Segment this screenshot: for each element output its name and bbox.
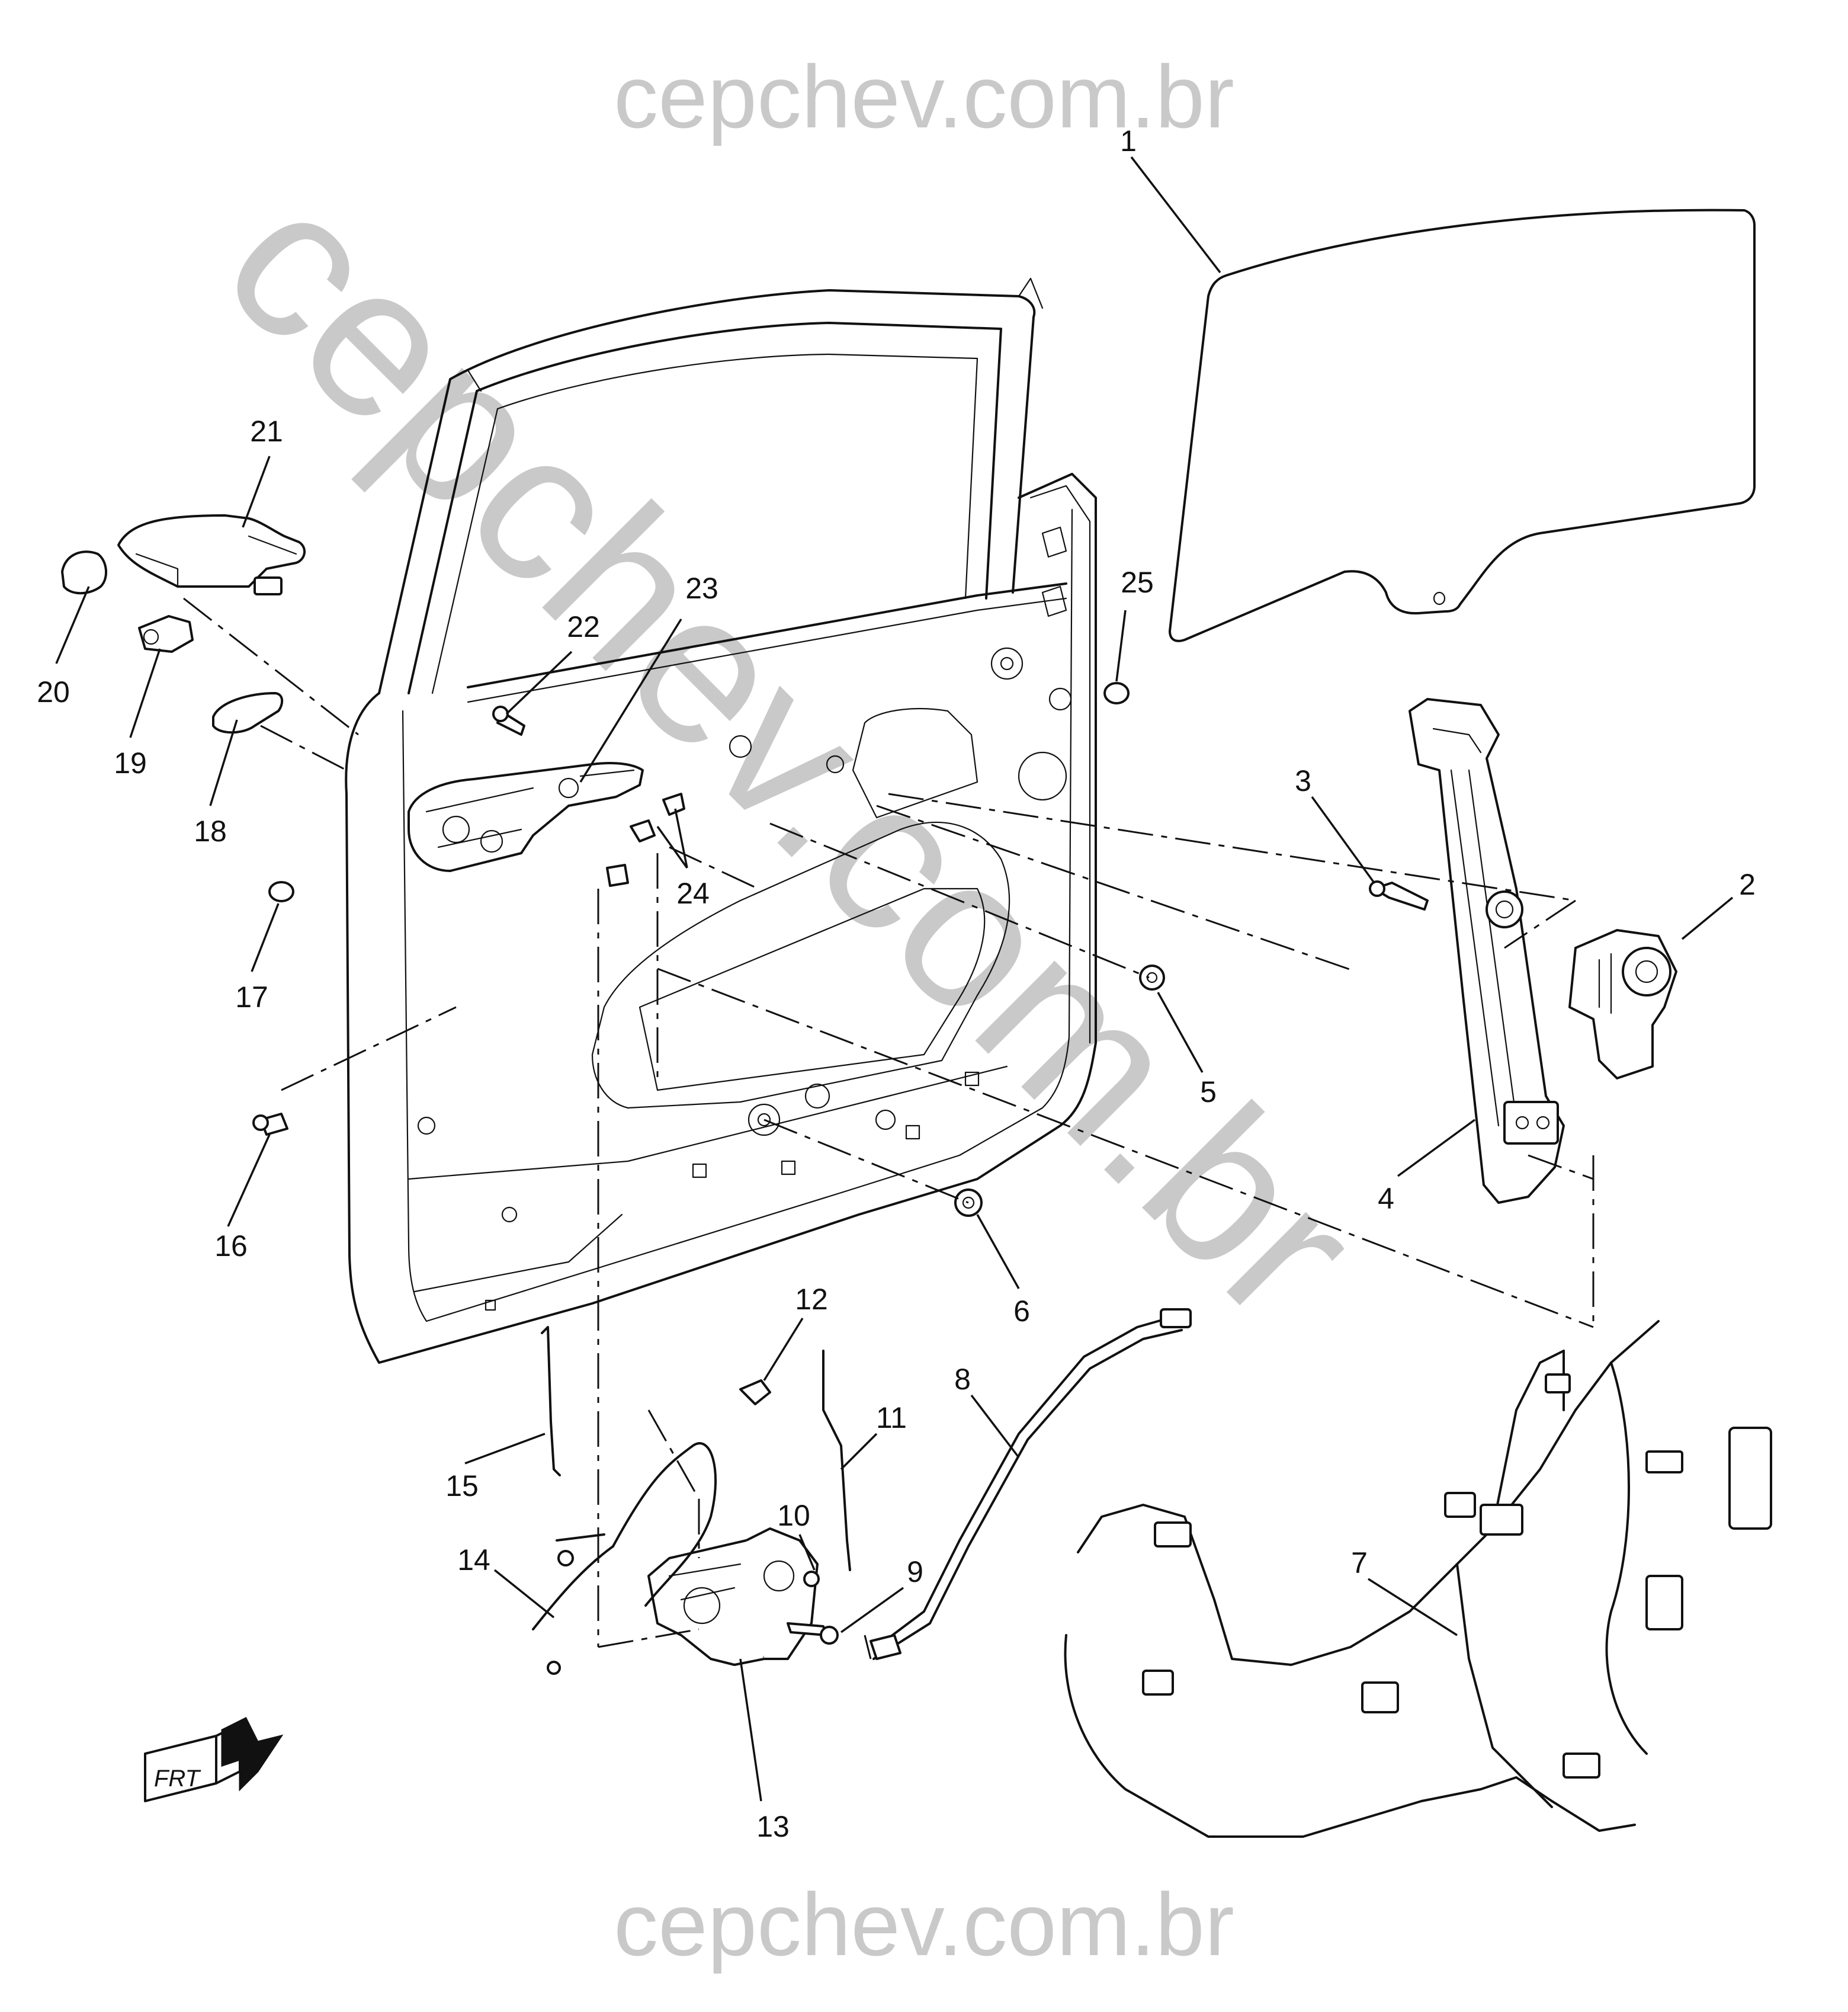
callout-10: 10 <box>777 1499 810 1532</box>
frt-label: FRT <box>154 1766 201 1792</box>
callout-19: 19 <box>114 747 147 780</box>
door-inner-panel <box>345 277 1097 1364</box>
callout-4: 4 <box>1378 1182 1394 1215</box>
rod-15 <box>541 1326 561 1476</box>
front-orientation-badge: FRT <box>144 1716 284 1802</box>
clip-10 <box>803 1571 820 1587</box>
callout-1: 1 <box>1120 124 1137 158</box>
callout-25: 25 <box>1121 566 1154 599</box>
door-latch <box>647 1527 819 1666</box>
watermark-top: cepchev.com.br <box>614 47 1234 146</box>
window-motor <box>1568 929 1677 1079</box>
callout-24: 24 <box>676 877 710 910</box>
callout-14: 14 <box>457 1543 490 1577</box>
watermark-bottom: cepchev.com.br <box>614 1875 1234 1974</box>
callout-18: 18 <box>194 815 227 848</box>
callout-5: 5 <box>1200 1075 1217 1108</box>
callout-20: 20 <box>37 675 70 709</box>
callout-11: 11 <box>876 1401 907 1434</box>
window-glass <box>1169 209 1756 642</box>
access-plug <box>268 881 294 902</box>
callout-12: 12 <box>795 1283 828 1316</box>
window-regulator <box>1409 698 1565 1204</box>
lock-cylinder <box>138 615 194 653</box>
bolt-3 <box>1369 880 1429 911</box>
nut-24c <box>606 864 629 887</box>
callout-23: 23 <box>685 572 718 605</box>
outside-handle <box>117 514 306 595</box>
cable-14 <box>532 1442 717 1675</box>
callout-8: 8 <box>954 1363 971 1396</box>
alignment-lines <box>183 597 1594 1659</box>
nut-24a <box>630 819 656 842</box>
nut-24b <box>662 793 685 816</box>
callout-9: 9 <box>907 1555 923 1588</box>
leader-lines <box>55 156 1734 1802</box>
bolt-9 <box>787 1622 839 1645</box>
callout-17: 17 <box>235 981 268 1014</box>
handle-bracket <box>408 762 644 872</box>
rod-11 <box>822 1350 851 1571</box>
handle-bezel <box>212 692 284 734</box>
callout-numbers: 1 2 3 4 5 6 7 8 9 10 11 12 13 14 15 16 1… <box>37 124 1756 1843</box>
wiring-harness <box>1064 1320 1772 1838</box>
callout-6: 6 <box>1013 1295 1030 1328</box>
callout-22: 22 <box>567 610 600 643</box>
front-arrow-icon <box>221 1716 284 1792</box>
callout-16: 16 <box>214 1229 248 1263</box>
handle-end-cap <box>61 550 108 595</box>
callout-13: 13 <box>756 1810 790 1843</box>
callout-15: 15 <box>445 1469 479 1502</box>
nut-5 <box>1139 965 1165 991</box>
bolt-16 <box>252 1113 288 1136</box>
clip-12 <box>739 1379 771 1405</box>
callout-3: 3 <box>1295 764 1311 797</box>
callout-2: 2 <box>1739 868 1756 901</box>
callout-21: 21 <box>250 415 283 448</box>
plug-25 <box>1103 682 1130 704</box>
callout-7: 7 <box>1351 1546 1368 1580</box>
cable-8 <box>870 1308 1192 1660</box>
